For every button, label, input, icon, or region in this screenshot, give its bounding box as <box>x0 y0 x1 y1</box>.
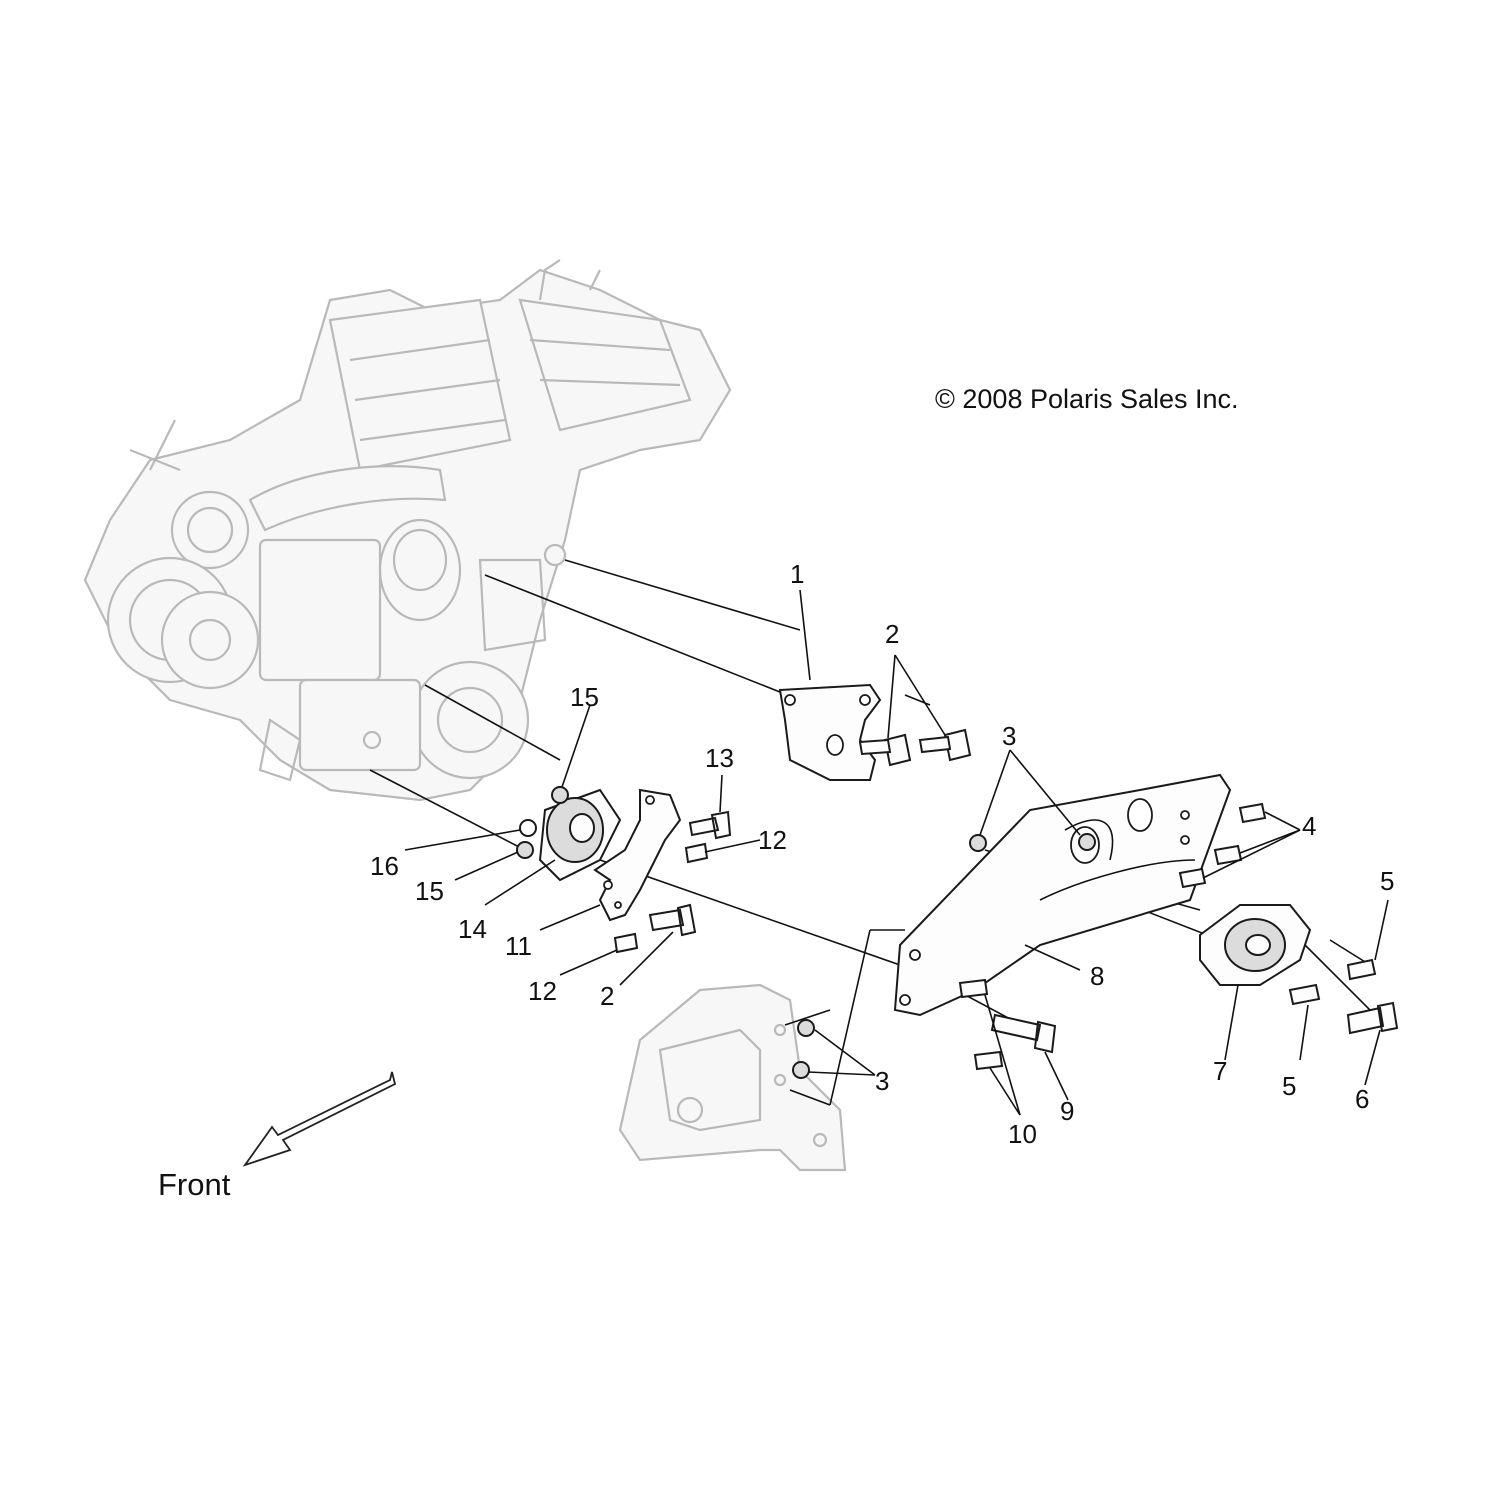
part-2-bolts-upper[interactable] <box>858 728 972 767</box>
part-4-bolt-a[interactable] <box>1238 802 1267 824</box>
callout-11: 11 <box>505 931 532 961</box>
part-3-nut-a[interactable] <box>969 834 987 852</box>
callout-12-upper: 12 <box>758 825 787 855</box>
callout-3-lower: 3 <box>875 1066 889 1096</box>
part-2-bolt-lower[interactable] <box>648 903 697 937</box>
part-6-bolt[interactable] <box>1346 1001 1399 1035</box>
engine-ghost <box>83 259 732 802</box>
part-9-bolt[interactable] <box>990 1013 1057 1054</box>
part-15-nut-lower[interactable] <box>516 841 534 859</box>
part-12-bolt-lower[interactable] <box>613 932 639 954</box>
callout-15-upper: 15 <box>570 682 599 712</box>
part-16-washer[interactable] <box>519 819 537 837</box>
callout-5-lower: 5 <box>1282 1071 1296 1101</box>
part-4-bolt-c[interactable] <box>1178 867 1207 889</box>
part-7-isolator-right[interactable] <box>1199 904 1312 986</box>
part-5-bolt-lower[interactable] <box>1288 983 1321 1006</box>
callout-6: 6 <box>1355 1084 1369 1114</box>
part-15-nut-upper[interactable] <box>551 786 569 804</box>
arrow-icon <box>242 1071 397 1167</box>
front-label: Front <box>158 1167 231 1202</box>
callout-4: 4 <box>1302 811 1316 841</box>
hardware[interactable] <box>516 786 1399 1079</box>
callout-8: 8 <box>1090 961 1104 991</box>
part-3-nut-c[interactable] <box>797 1019 815 1037</box>
part-12-bolt-upper[interactable] <box>684 842 709 864</box>
part-8-main-plate[interactable] <box>893 773 1232 1017</box>
part-5-bolt-upper[interactable] <box>1346 958 1377 981</box>
part-10-bolt-upper[interactable] <box>958 978 989 999</box>
callout-5-upper: 5 <box>1380 866 1394 896</box>
part-14-isolator-left[interactable] <box>538 788 622 882</box>
callout-13: 13 <box>705 743 734 773</box>
part-3-nut-b[interactable] <box>1078 833 1096 851</box>
callout-15-lower: 15 <box>415 876 444 906</box>
callout-12-lower: 12 <box>528 976 557 1006</box>
callout-7: 7 <box>1213 1056 1227 1086</box>
callout-leaders <box>404 589 1389 1116</box>
part-10-bolt-lower[interactable] <box>973 1050 1004 1071</box>
callout-14: 14 <box>458 914 487 944</box>
callout-numbers: 1 2 3 4 5 5 6 7 8 9 10 11 12 12 2 13 14 … <box>370 559 1394 1149</box>
callout-16: 16 <box>370 851 399 881</box>
frame-bracket-ghost <box>618 983 847 1172</box>
copyright-notice: © 2008 Polaris Sales Inc. <box>935 384 1239 414</box>
part-13-bolt[interactable] <box>688 810 732 840</box>
part-11-mount-plate[interactable] <box>593 788 682 922</box>
callout-1: 1 <box>790 559 804 589</box>
callout-10: 10 <box>1008 1119 1037 1149</box>
front-direction-arrow <box>242 1071 397 1167</box>
callout-9: 9 <box>1060 1096 1074 1126</box>
callout-3-upper: 3 <box>1002 721 1016 751</box>
callout-2-lower: 2 <box>600 981 614 1011</box>
part-3-nut-d[interactable] <box>792 1061 810 1079</box>
part-1-engine-bracket[interactable] <box>778 683 882 781</box>
callout-2-upper: 2 <box>885 619 899 649</box>
